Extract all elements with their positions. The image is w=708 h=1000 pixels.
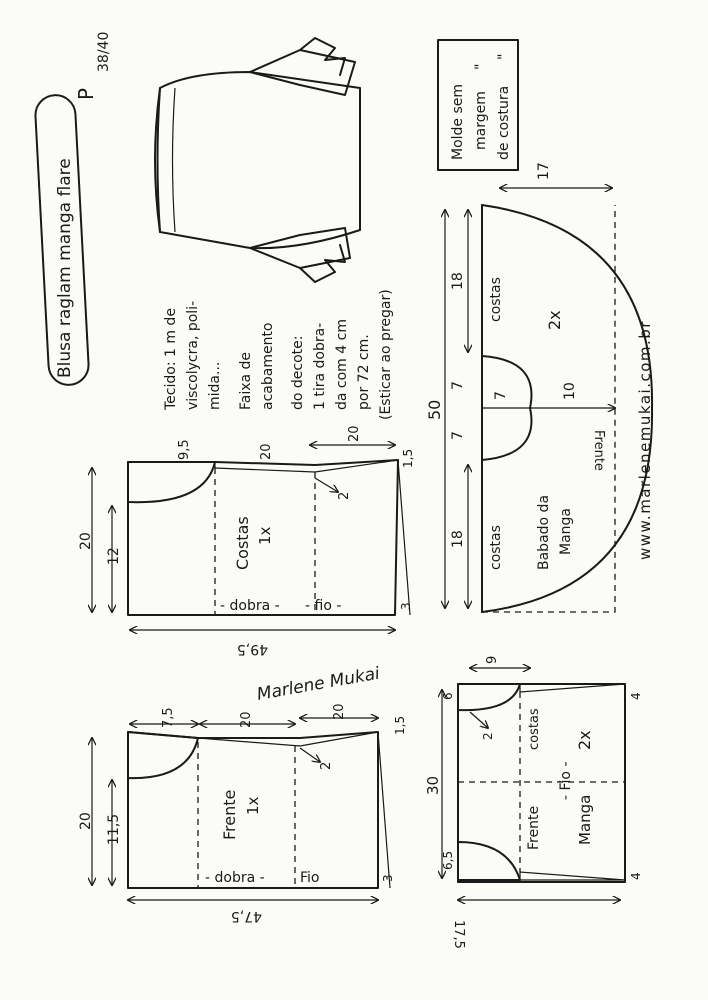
materials-l2: viscolycra, poli- (185, 301, 201, 410)
ruffle-dim-7c: 7 (493, 391, 509, 400)
sleeve-costas: costas (527, 708, 542, 750)
sleeve-label: Manga (576, 795, 594, 845)
sleeve-dim-17-5: 17,5 (451, 920, 466, 949)
sleeve-dim-6-5: 6,5 (441, 851, 455, 870)
ruffle-dim-18a: 18 (450, 272, 466, 290)
blouse-illustration (154, 37, 361, 283)
front-dim-20a: 20 (239, 711, 254, 728)
ruffle-dim-10: 10 (562, 382, 578, 400)
materials-text: Tecido: 1 m de viscolycra, poli- mida...… (163, 289, 394, 420)
back-dim-49-5: 49,5 (237, 641, 268, 657)
sleeve-dim-2: 2 (481, 732, 495, 740)
note-quote-1: " (473, 64, 489, 70)
sleeve-frente: Frente (526, 806, 542, 850)
note-line-3: de costura (496, 86, 512, 160)
ruffle-qty: 2x (545, 310, 564, 330)
ruffle-dim-7a: 7 (450, 381, 466, 390)
materials-l5: acabamento (260, 323, 276, 411)
front-dim-2: 2 (319, 762, 334, 770)
materials-l10: (Esticar ao pregar) (378, 289, 394, 420)
signature: Marlene Mukai (255, 664, 381, 705)
front-dim-20b: 20 (332, 703, 347, 720)
front-dim-47-5: 47,5 (231, 908, 262, 924)
sleeve-qty: 2x (575, 730, 594, 750)
back-fold: - dobra - (220, 598, 280, 614)
materials-l4: Faixa de (238, 352, 254, 410)
ruffle-dim-50: 50 (425, 400, 444, 420)
back-dim-20a: 20 (259, 443, 274, 460)
ruffle-dim-18b: 18 (450, 530, 466, 548)
front-grain: Fio (300, 870, 320, 886)
back-pattern: 9,5 20 20 1,5 2 20 12 3 49,5 Costas 1x -… (78, 425, 415, 657)
front-dim-20v: 20 (78, 812, 94, 830)
back-dim-12: 12 (106, 547, 122, 565)
size-range: 38/40 (96, 32, 112, 72)
back-grain: - fio - (305, 598, 341, 614)
materials-l6: do decote: (290, 336, 306, 410)
ruffle-costas-top: costas (488, 277, 504, 322)
size-label: P (74, 88, 98, 100)
ruffle-frente: Frente (591, 430, 606, 471)
materials-l7: 1 tira dobra- (312, 323, 328, 410)
materials-l9: por 72 cm. (356, 334, 372, 410)
sleeve-dim-6: 6 (441, 692, 455, 700)
back-dim-3: 3 (399, 602, 413, 610)
front-pattern: 7,5 20 20 1,5 2 20 11,5 3 47,5 Frente 1x… (78, 703, 407, 924)
ruffle-dim-7b: 7 (450, 431, 466, 440)
ruffle-costas-bottom: costas (488, 525, 504, 570)
sleeve-dim-4b: 4 (629, 872, 643, 880)
sleeve-pattern: 9 6 2 4 4 30 6,5 17,5 costas Frente Mang… (424, 656, 643, 949)
back-dim-9-5: 9,5 (177, 439, 192, 460)
front-dim-7-5: 7,5 (161, 707, 176, 728)
sleeve-dim-4a: 4 (629, 692, 643, 700)
front-label: Frente (220, 790, 239, 840)
front-dim-11-5: 11,5 (106, 814, 122, 845)
materials-l8: da com 4 cm (334, 319, 350, 410)
website-url: www.marlenemukai.com.br (636, 320, 654, 560)
note-box: Molde sem margem de costura " " (437, 39, 519, 171)
note-line-2: margem (473, 91, 489, 150)
title-frame (34, 94, 90, 386)
ruffle-pattern: 17 18 18 7 7 7 10 50 costas costas Frent… (425, 162, 654, 613)
materials-l3: mida... (207, 362, 223, 410)
title-block: Blusa raglam manga flare P 38/40 (34, 32, 112, 386)
sleeve-grain: - Fio - (558, 762, 574, 801)
front-qty: 1x (244, 796, 262, 815)
note-quote-2: " (496, 54, 512, 60)
front-dim-3: 3 (381, 874, 395, 882)
sleeve-dim-30: 30 (424, 776, 442, 795)
back-dim-20v: 20 (78, 532, 94, 550)
ruffle-label-1: Babado da (536, 495, 552, 570)
ruffle-label-2: Manga (558, 508, 574, 555)
back-dim-20b: 20 (347, 425, 362, 442)
front-dim-1-5: 1,5 (393, 716, 407, 735)
note-line-1: Molde sem (450, 84, 466, 160)
sleeve-dim-9: 9 (485, 656, 500, 664)
title-text: Blusa raglam manga flare (55, 158, 75, 378)
front-fold: - dobra - (205, 870, 265, 886)
materials-l1: Tecido: 1 m de (163, 308, 179, 411)
back-dim-2: 2 (337, 492, 352, 500)
back-label: Costas (233, 516, 252, 570)
ruffle-dim-17: 17 (536, 162, 552, 180)
back-qty: 1x (256, 526, 274, 545)
back-dim-1-5: 1,5 (401, 449, 415, 468)
